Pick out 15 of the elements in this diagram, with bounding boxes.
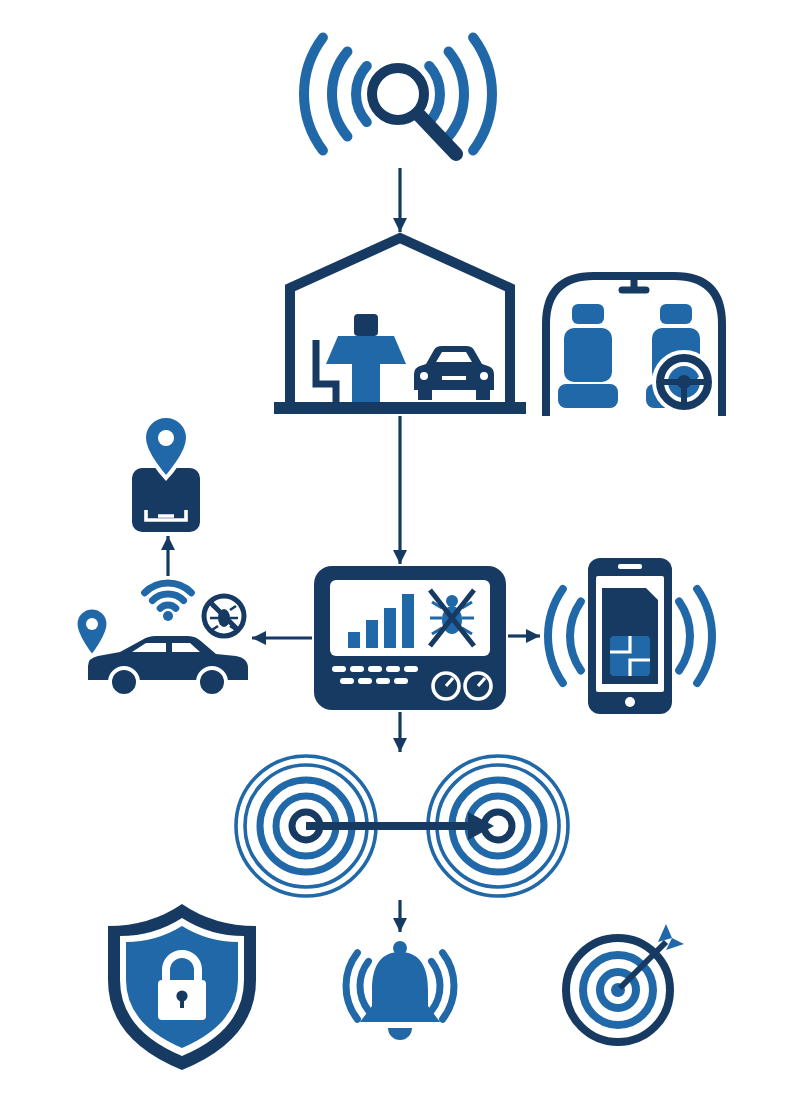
arrow xyxy=(161,536,175,576)
garage-icon xyxy=(274,232,526,416)
arrow xyxy=(508,629,540,643)
phone-sim-icon xyxy=(540,556,720,716)
arrow xyxy=(252,631,312,645)
arrow xyxy=(393,712,407,752)
shield-lock-icon xyxy=(104,900,260,1072)
dashboard-device-icon xyxy=(312,564,508,712)
double-target-icon xyxy=(232,752,572,900)
car-icon xyxy=(72,576,252,698)
arrow xyxy=(393,168,407,232)
arrow xyxy=(393,416,407,564)
location-device-icon xyxy=(128,412,204,536)
target-dart-icon xyxy=(560,920,688,1048)
arrow xyxy=(393,900,407,932)
